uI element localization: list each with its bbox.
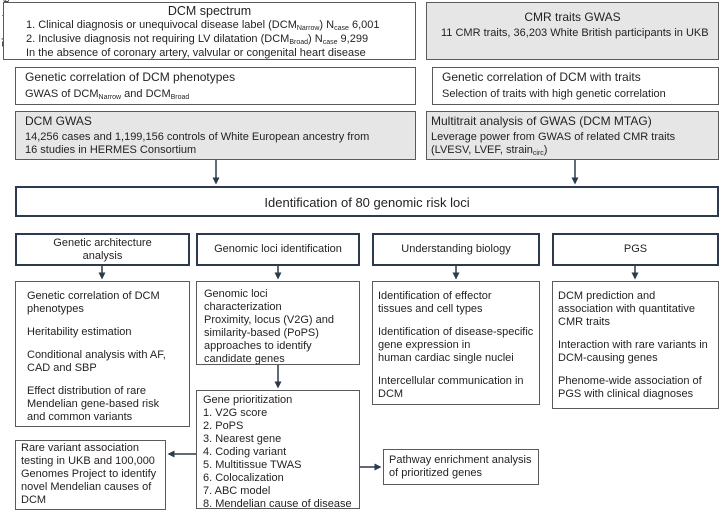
- loci-content-line4: similarity-based (PoPS): [204, 327, 319, 339]
- gene-prio-item-8: 8. Mendelian cause of disease: [203, 498, 352, 510]
- gene-prio-item-6: 6. Colocalization: [203, 472, 284, 484]
- pathway-enrichment-box: Pathway enrichment analysis of prioritiz…: [383, 449, 539, 485]
- gene-prio-item-3: 3. Nearest gene: [203, 433, 282, 445]
- rare-variant-box: Rare variant association testing in UKB …: [15, 440, 166, 510]
- rare-variant-line4: novel Mendelian causes of: [21, 481, 152, 493]
- pgs-header-text: PGS: [623, 243, 648, 255]
- mtag-box: Multitrait analysis of GWAS (DCM MTAG) L…: [426, 111, 719, 160]
- loci-content-line3: Proximity, locus (V2G) and: [204, 314, 335, 326]
- dcm-spectrum-line3: In the absence of coronary artery, valvu…: [26, 47, 366, 59]
- phenome-wide-line1: Phenome-wide association of: [558, 375, 702, 387]
- dcm-gwas-line1: 14,256 cases and 1,199,156 controls of W…: [25, 131, 370, 143]
- genetic-corr-phenotypes-text: GWAS of DCMNarrow and DCMBroad: [25, 88, 190, 101]
- rare-variant-line5: DCM: [21, 494, 47, 506]
- gene-prio-item-4: 4. Coding variant: [203, 446, 287, 458]
- genetic-corr-phenotypes-box: Genetic correlation of DCM phenotypes GW…: [15, 67, 416, 105]
- loci-content-line2: characterization: [204, 301, 282, 313]
- effect-distribution-line2: Mendelian gene-based risk: [27, 398, 160, 410]
- dcm-spectrum-box: DCM spectrum 1. Clinical diagnosis or un…: [3, 2, 416, 60]
- genetic-architecture-header-line1: Genetic architecture: [53, 237, 152, 249]
- genetic-corr-item-line2: phenotypes: [27, 303, 84, 315]
- effect-distribution-line3: and common variants: [27, 411, 133, 423]
- loci-content-line1: Genomic loci: [204, 288, 268, 300]
- rare-variant-line2: testing in UKB and 100,000: [21, 455, 155, 467]
- mtag-title: Multitrait analysis of GWAS (DCM MTAG): [431, 114, 652, 128]
- cmr-traits-gwas-title: CMR traits GWAS: [524, 10, 621, 24]
- gene-expression-line3: human cardiac single nuclei: [378, 352, 514, 364]
- heritability-item: Heritability estimation: [27, 326, 132, 338]
- understanding-biology-header: Understanding biology: [372, 233, 540, 266]
- conditional-analysis-line2: CAD and SBP: [27, 362, 97, 374]
- gene-expression-line1: Identification of disease-specific: [378, 326, 534, 338]
- gene-prioritization-box: Gene prioritization 1. V2G score 2. PoPS…: [196, 390, 360, 510]
- pgs-header: PGS: [552, 233, 719, 266]
- genomic-loci-content: Genomic loci characterization Proximity,…: [196, 281, 360, 365]
- genomic-loci-identification-header-text: Genomic loci identification: [214, 243, 342, 255]
- effector-tissues-line2: tissues and cell types: [378, 303, 483, 315]
- genomic-risk-loci-text: Identification of 80 genomic risk loci: [264, 195, 470, 210]
- intercellular-line2: DCM: [378, 388, 404, 400]
- rare-interaction-line1: Interaction with rare variants in: [558, 339, 708, 351]
- genetic-corr-traits-box: Genetic correlation of DCM with traits S…: [432, 67, 719, 105]
- genomic-loci-identification-header: Genomic loci identification: [196, 233, 360, 266]
- genetic-architecture-content: Genetic correlation of DCM phenotypes He…: [15, 281, 190, 427]
- dcm-prediction-line3: CMR traits: [558, 316, 610, 328]
- pgs-content: DCM prediction and association with quan…: [552, 281, 719, 409]
- genetic-corr-traits-title: Genetic correlation of DCM with traits: [442, 70, 641, 84]
- dcm-prediction-line2: association with quantitative: [558, 303, 695, 315]
- effect-distribution-line1: Effect distribution of rare: [27, 385, 147, 397]
- genetic-corr-traits-text: Selection of traits with high genetic co…: [442, 88, 666, 100]
- loci-content-line5: approaches to identify: [204, 340, 312, 352]
- dcm-spectrum-line1: 1. Clinical diagnosis or unequivocal dis…: [26, 19, 380, 32]
- understanding-biology-content: Identification of effector tissues and c…: [372, 281, 540, 405]
- effector-tissues-line1: Identification of effector: [378, 290, 492, 302]
- genetic-architecture-header-line2: analysis: [82, 250, 123, 262]
- gene-prio-item-7: 7. ABC model: [203, 485, 271, 497]
- understanding-biology-header-text: Understanding biology: [401, 243, 511, 255]
- genetic-corr-phenotypes-title: Genetic correlation of DCM phenotypes: [25, 70, 236, 84]
- genetic-architecture-header: Genetic architecture analysis: [15, 233, 190, 266]
- genetic-corr-item-line1: Genetic correlation of DCM: [27, 290, 160, 302]
- gene-prio-item-5: 5. Multitissue TWAS: [203, 459, 302, 471]
- gene-prio-item-2: 2. PoPS: [203, 420, 244, 432]
- cmr-traits-gwas-text: 11 CMR traits, 36,203 White British part…: [441, 27, 709, 39]
- gene-prioritization-title: Gene prioritization: [203, 394, 293, 406]
- intercellular-line1: Intercellular communication in: [378, 375, 524, 387]
- dcm-gwas-box: DCM GWAS 14,256 cases and 1,199,156 cont…: [15, 111, 416, 160]
- pathway-line2: of prioritized genes: [389, 467, 482, 479]
- gene-expression-line2: gene expression in: [378, 339, 471, 351]
- conditional-analysis-line1: Conditional analysis with AF,: [27, 349, 166, 361]
- dcm-gwas-line2: 16 studies in HERMES Consortium: [25, 144, 197, 156]
- gene-prio-item-1: 1. V2G score: [203, 407, 268, 419]
- dcm-spectrum-line2: 2. Inclusive diagnosis not requiring LV …: [26, 33, 369, 46]
- phenome-wide-line2: PGS with clinical diagnoses: [558, 388, 694, 400]
- dcm-prediction-line1: DCM prediction and: [558, 290, 656, 302]
- mtag-line1: Leverage power from GWAS of related CMR …: [431, 131, 676, 143]
- rare-variant-line1: Rare variant association: [21, 442, 140, 454]
- genomic-risk-loci-box: Identification of 80 genomic risk loci: [15, 186, 719, 217]
- dcm-gwas-title: DCM GWAS: [25, 114, 92, 128]
- rare-interaction-line2: DCM-causing genes: [558, 352, 658, 364]
- rare-variant-line3: Genomes Project to identify: [21, 468, 157, 480]
- loci-content-line6: candidate genes: [204, 353, 285, 365]
- mtag-line2: (LVESV, LVEF, straincirc): [431, 144, 548, 157]
- cmr-traits-gwas-box: CMR traits GWAS 11 CMR traits, 36,203 Wh…: [426, 2, 719, 60]
- pathway-line1: Pathway enrichment analysis: [389, 454, 532, 466]
- dcm-spectrum-title: DCM spectrum: [167, 4, 252, 18]
